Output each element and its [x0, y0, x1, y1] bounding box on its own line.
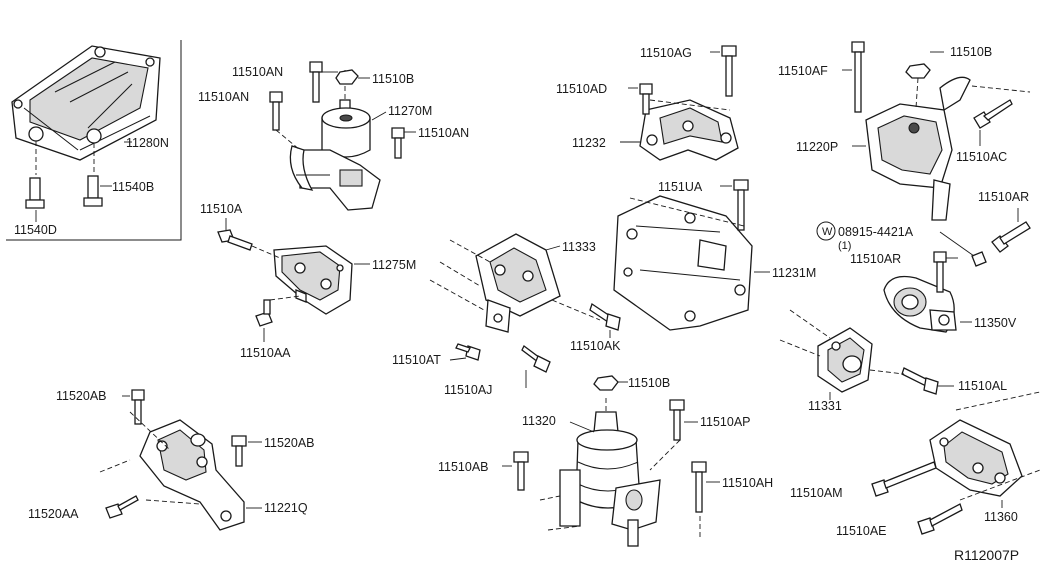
- label-11510ar-2[interactable]: 11510AR: [850, 252, 901, 266]
- label-11510aj[interactable]: 11510AJ: [444, 383, 492, 397]
- label-1151ua[interactable]: 1151UA: [658, 180, 703, 194]
- bolt-11510an-right[interactable]: [391, 127, 405, 159]
- bracket-11275m[interactable]: [273, 245, 353, 315]
- washer-08915-4421a[interactable]: [816, 221, 987, 267]
- label-11510al[interactable]: 11510AL: [958, 379, 1007, 393]
- bolt-11520ab-left[interactable]: [131, 389, 145, 425]
- bolt-11510ap[interactable]: [669, 399, 685, 441]
- bolt-11510ad[interactable]: [639, 83, 653, 115]
- label-11510aa[interactable]: 11510AA: [240, 346, 291, 360]
- bolt-11540d[interactable]: [25, 177, 45, 209]
- label-11510a[interactable]: 11510A: [200, 202, 243, 216]
- bolt-1151ua[interactable]: [733, 179, 749, 231]
- label-11320[interactable]: 11320: [522, 414, 556, 428]
- label-11510an-1[interactable]: 11510AN: [232, 65, 283, 79]
- label-11510af[interactable]: 11510AF: [778, 64, 828, 78]
- label-11510b-2[interactable]: 11510B: [950, 45, 992, 59]
- label-11360[interactable]: 11360: [984, 510, 1018, 524]
- label-11510ae[interactable]: 11510AE: [836, 524, 887, 538]
- label-11520aa[interactable]: 11520AA: [28, 507, 79, 521]
- label-washer-mark: W: [822, 226, 833, 238]
- label-11231m[interactable]: 11231M: [772, 266, 816, 280]
- label-11510ag[interactable]: 11510AG: [640, 46, 692, 60]
- label-11510ar-1[interactable]: 11510AR: [978, 190, 1029, 204]
- bolt-11510aa[interactable]: [255, 299, 273, 327]
- label-11510ad[interactable]: 11510AD: [556, 82, 607, 96]
- label-11520ab-2[interactable]: 11520AB: [264, 436, 315, 450]
- label-11510ak[interactable]: 11510AK: [570, 339, 621, 353]
- bracket-11231m[interactable]: [613, 195, 753, 331]
- label-11510am[interactable]: 11510AM: [790, 486, 843, 500]
- bracket-11360[interactable]: [929, 419, 1023, 497]
- nut-11510b-right[interactable]: [905, 63, 931, 79]
- mount-11270m[interactable]: [289, 70, 381, 211]
- label-11510ah[interactable]: 11510AH: [722, 476, 773, 490]
- label-11275m[interactable]: 11275M: [372, 258, 416, 272]
- label-11540d[interactable]: 11540D: [14, 223, 57, 237]
- label-11220p[interactable]: 11220P: [796, 140, 838, 154]
- bracket-11221q[interactable]: [139, 419, 245, 531]
- bracket-11232[interactable]: [639, 99, 739, 161]
- bolt-11510al[interactable]: [901, 367, 939, 395]
- label-08915-qty: (1): [838, 240, 851, 252]
- nut-11510b-top[interactable]: [335, 69, 359, 85]
- label-11510at[interactable]: 11510AT: [392, 353, 441, 367]
- label-11232[interactable]: 11232: [572, 136, 606, 150]
- label-08915-4421a[interactable]: 08915-4421A: [838, 225, 914, 239]
- bolt-11510ak[interactable]: [589, 302, 621, 331]
- bracket-11333[interactable]: [475, 233, 561, 333]
- mount-11220p[interactable]: [865, 76, 971, 221]
- label-11510an-3[interactable]: 11510AN: [418, 126, 469, 140]
- inset-frame: [6, 40, 182, 241]
- label-11510ab[interactable]: 11510AB: [438, 460, 489, 474]
- bolt-11510a[interactable]: [217, 229, 253, 251]
- bolt-11510an-left[interactable]: [269, 91, 283, 131]
- label-11510b-1[interactable]: 11510B: [372, 72, 414, 86]
- bolt-11510ac[interactable]: [973, 99, 1013, 129]
- label-11333[interactable]: 11333: [562, 240, 596, 254]
- bracket-11331[interactable]: [817, 327, 873, 393]
- label-11540b[interactable]: 11540B: [112, 180, 154, 194]
- label-11510ac[interactable]: 11510AC: [956, 150, 1007, 164]
- nut-11510b-lower[interactable]: [593, 375, 619, 391]
- bolt-11510am[interactable]: [871, 461, 937, 497]
- label-11221q[interactable]: 11221Q: [264, 501, 308, 515]
- bolt-11510ah[interactable]: [691, 461, 707, 513]
- bolt-11510ae[interactable]: [917, 503, 963, 535]
- bolt-11510an-top[interactable]: [309, 61, 323, 103]
- bolt-11540b[interactable]: [83, 175, 103, 207]
- bolt-11510af[interactable]: [851, 41, 865, 113]
- bolt-11520ab-right[interactable]: [231, 435, 247, 467]
- bolt-11510ar-right[interactable]: [991, 221, 1031, 253]
- engine-cover-11280n[interactable]: [11, 45, 161, 175]
- label-11510ap[interactable]: 11510AP: [700, 415, 751, 429]
- bolt-11510at[interactable]: [455, 343, 481, 361]
- bolt-11510ar-lower[interactable]: [933, 251, 947, 293]
- bolt-11510aj[interactable]: [521, 345, 551, 373]
- label-11270m[interactable]: 11270M: [388, 104, 432, 118]
- insulator-11350v[interactable]: [883, 275, 957, 333]
- label-11520ab-1[interactable]: 11520AB: [56, 389, 107, 403]
- label-11331[interactable]: 11331: [808, 399, 842, 413]
- bolt-11510ag[interactable]: [721, 45, 737, 97]
- label-11510b-3[interactable]: 11510B: [628, 376, 670, 390]
- label-11510an-2[interactable]: 11510AN: [198, 90, 249, 104]
- label-11350v[interactable]: 11350V: [974, 316, 1017, 330]
- reference-code: R112007P: [954, 547, 1019, 563]
- label-11280n[interactable]: 11280N: [126, 136, 169, 150]
- mount-11320[interactable]: [559, 398, 661, 547]
- bolt-11510ab[interactable]: [513, 451, 529, 491]
- bolt-11520aa[interactable]: [105, 495, 139, 519]
- part-labels: 11280N 11540B 11540D 11510AN 11510B 1151…: [14, 45, 1029, 563]
